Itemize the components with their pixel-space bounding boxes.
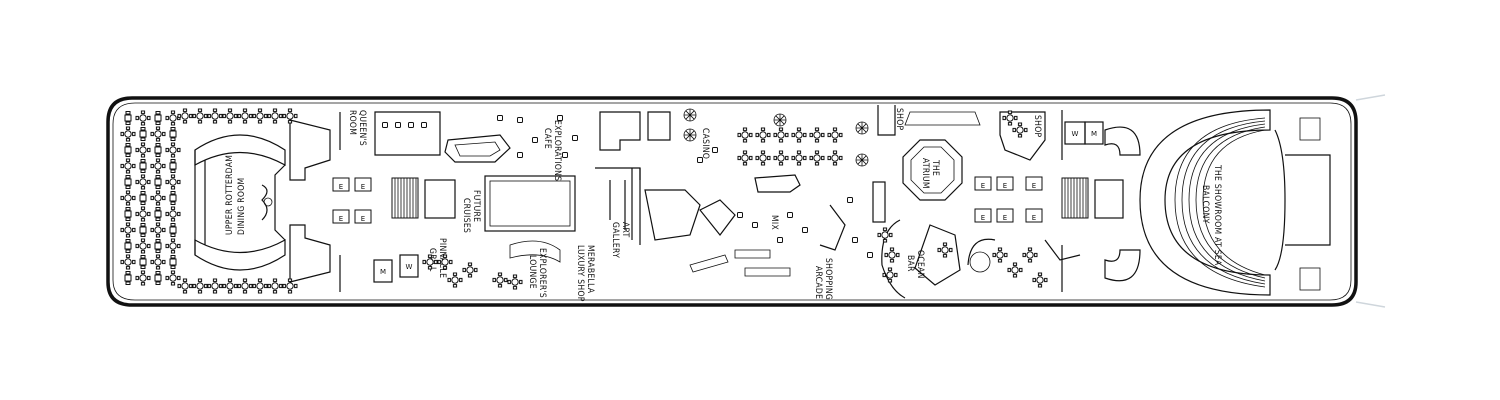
venue-label-queens-room-line2: ROOM (347, 110, 357, 135)
elevator-label: E (339, 215, 343, 223)
elevator-label: E (361, 183, 365, 191)
hull-outline (106, 94, 1386, 308)
elevator-label: E (1003, 214, 1007, 222)
dining-table (154, 207, 162, 221)
slot-seat (737, 212, 743, 218)
slot-seat (712, 147, 718, 153)
venue-label-merabella-line2: LUXURY SHOP (575, 245, 585, 302)
venue-label-showroom-line2: BALCONY (1200, 185, 1210, 224)
lounge-chair (408, 122, 414, 128)
dining-table (139, 191, 147, 205)
elevator-label: E (339, 183, 343, 191)
dining-table (154, 111, 162, 125)
dining-table (169, 255, 177, 269)
dining-table (154, 271, 162, 285)
dining-table (169, 127, 177, 141)
dining-table (124, 175, 132, 189)
venue-label-shop-2: SHOP (1032, 115, 1042, 138)
dining-table (154, 239, 162, 253)
venue-label-explorations-cafe-line2: CAFE (542, 128, 552, 149)
venue-label-upper-rotterdam-line2: DINING ROOM (237, 178, 247, 235)
elevator-label: E (1003, 182, 1007, 190)
venue-label-queens-room-line1: QUEEN'S (357, 110, 367, 146)
lounge-chair (557, 115, 563, 121)
venue-label-mix: MIX (769, 215, 779, 230)
venue-label-explorations-cafe-line1: EXPLORATIONS (552, 120, 562, 181)
women-restroom-label: W (406, 263, 413, 271)
slot-seat (847, 197, 853, 203)
venue-label-ocean-bar-line1: OCEAN (915, 250, 925, 279)
venue-label-showroom-line1: THE SHOWROOM AT SEA (1212, 164, 1222, 266)
elevator-label: E (981, 182, 985, 190)
slot-seat (752, 222, 758, 228)
slot-seat (852, 237, 858, 243)
venue-label-future-cruises-line1: FUTURE (471, 190, 481, 222)
venue-label-merabella-line1: MERABELLA (585, 245, 595, 294)
slot-seat (867, 252, 873, 258)
dining-table (169, 191, 177, 205)
balcony-seat-row (1202, 129, 1266, 276)
venue-label-ocean-bar-line2: BAR (905, 255, 915, 272)
venue-label-pinnacle-grill-line1: PINNACLE (437, 238, 447, 278)
elevator-label: E (361, 215, 365, 223)
dining-table (124, 271, 132, 285)
upper-rotterdam-dining-room-area: UPPER ROTTERDAM DINING ROOM (194, 134, 286, 271)
casino-area: CASINO MIX SHOPPING ARCADE (631, 108, 886, 300)
dining-table (124, 111, 132, 125)
venue-label-explorers-lounge-line1: EXPLORER'S (537, 248, 547, 298)
dining-table (124, 143, 132, 157)
venue-label-atrium-line2: ATRIUM (920, 158, 930, 189)
balcony-seat-row (1181, 120, 1266, 285)
venue-label-art-gallery-line2: GALLERY (610, 222, 620, 258)
slot-seat (697, 157, 703, 163)
balcony-seat-row (1195, 126, 1266, 279)
lounge-chair (517, 152, 523, 158)
slot-seat (802, 227, 808, 233)
venue-label-shop-1: SHOP (894, 108, 904, 131)
venue-label-explorers-lounge-line2: LOUNGE (527, 255, 537, 289)
aft-structures: QUEEN'S ROOM E E E E M W (289, 110, 456, 292)
slot-seat (787, 212, 793, 218)
dining-table (139, 255, 147, 269)
forward-shop-block: SHOP W M (999, 110, 1104, 292)
dining-table (124, 207, 132, 221)
lounge-chair (382, 122, 388, 128)
lounge-chair (395, 122, 401, 128)
lounge-chair (572, 135, 578, 141)
dining-table (154, 175, 162, 189)
balcony-seat-row (1188, 123, 1266, 282)
atrium-block: SHOP THE ATRIUM OCEAN BAR E E E E E E (877, 105, 1124, 299)
lounge-chair (497, 115, 503, 121)
dining-table (154, 143, 162, 157)
explorations-block: EXPLORATIONS CAFE FUTURE CRUISES PINNACL… (374, 111, 671, 302)
venue-label-future-cruises-line2: CRUISES (461, 198, 471, 233)
men-restroom-label: M (380, 268, 386, 276)
dining-table (124, 239, 132, 253)
venue-label-shopping-arcade-line1: SHOPPING (823, 258, 833, 300)
showroom-balcony: THE SHOWROOM AT SEA BALCONY (1104, 109, 1331, 296)
venue-label-shopping-arcade-line2: ARCADE (813, 266, 823, 299)
men-restroom-label: M (1091, 130, 1097, 138)
elevator-label: E (1032, 182, 1036, 190)
balcony-seat-row (1174, 117, 1266, 288)
lounge-chair (532, 137, 538, 143)
venue-label-casino: CASINO (700, 128, 710, 159)
dining-table (139, 127, 147, 141)
dining-table (139, 159, 147, 173)
lounge-chair (562, 152, 568, 158)
venue-label-atrium-line1: THE (930, 159, 940, 176)
elevator-label: E (981, 214, 985, 222)
dining-table (169, 159, 177, 173)
lounge-chair (421, 122, 427, 128)
slot-seat (777, 237, 783, 243)
lounge-chair (517, 117, 523, 123)
elevator-label: E (1032, 214, 1036, 222)
women-restroom-label: W (1072, 130, 1079, 138)
dining-table (169, 223, 177, 237)
dining-table (139, 223, 147, 237)
venue-label-upper-rotterdam-line1: UPPER ROTTERDAM (225, 155, 235, 235)
